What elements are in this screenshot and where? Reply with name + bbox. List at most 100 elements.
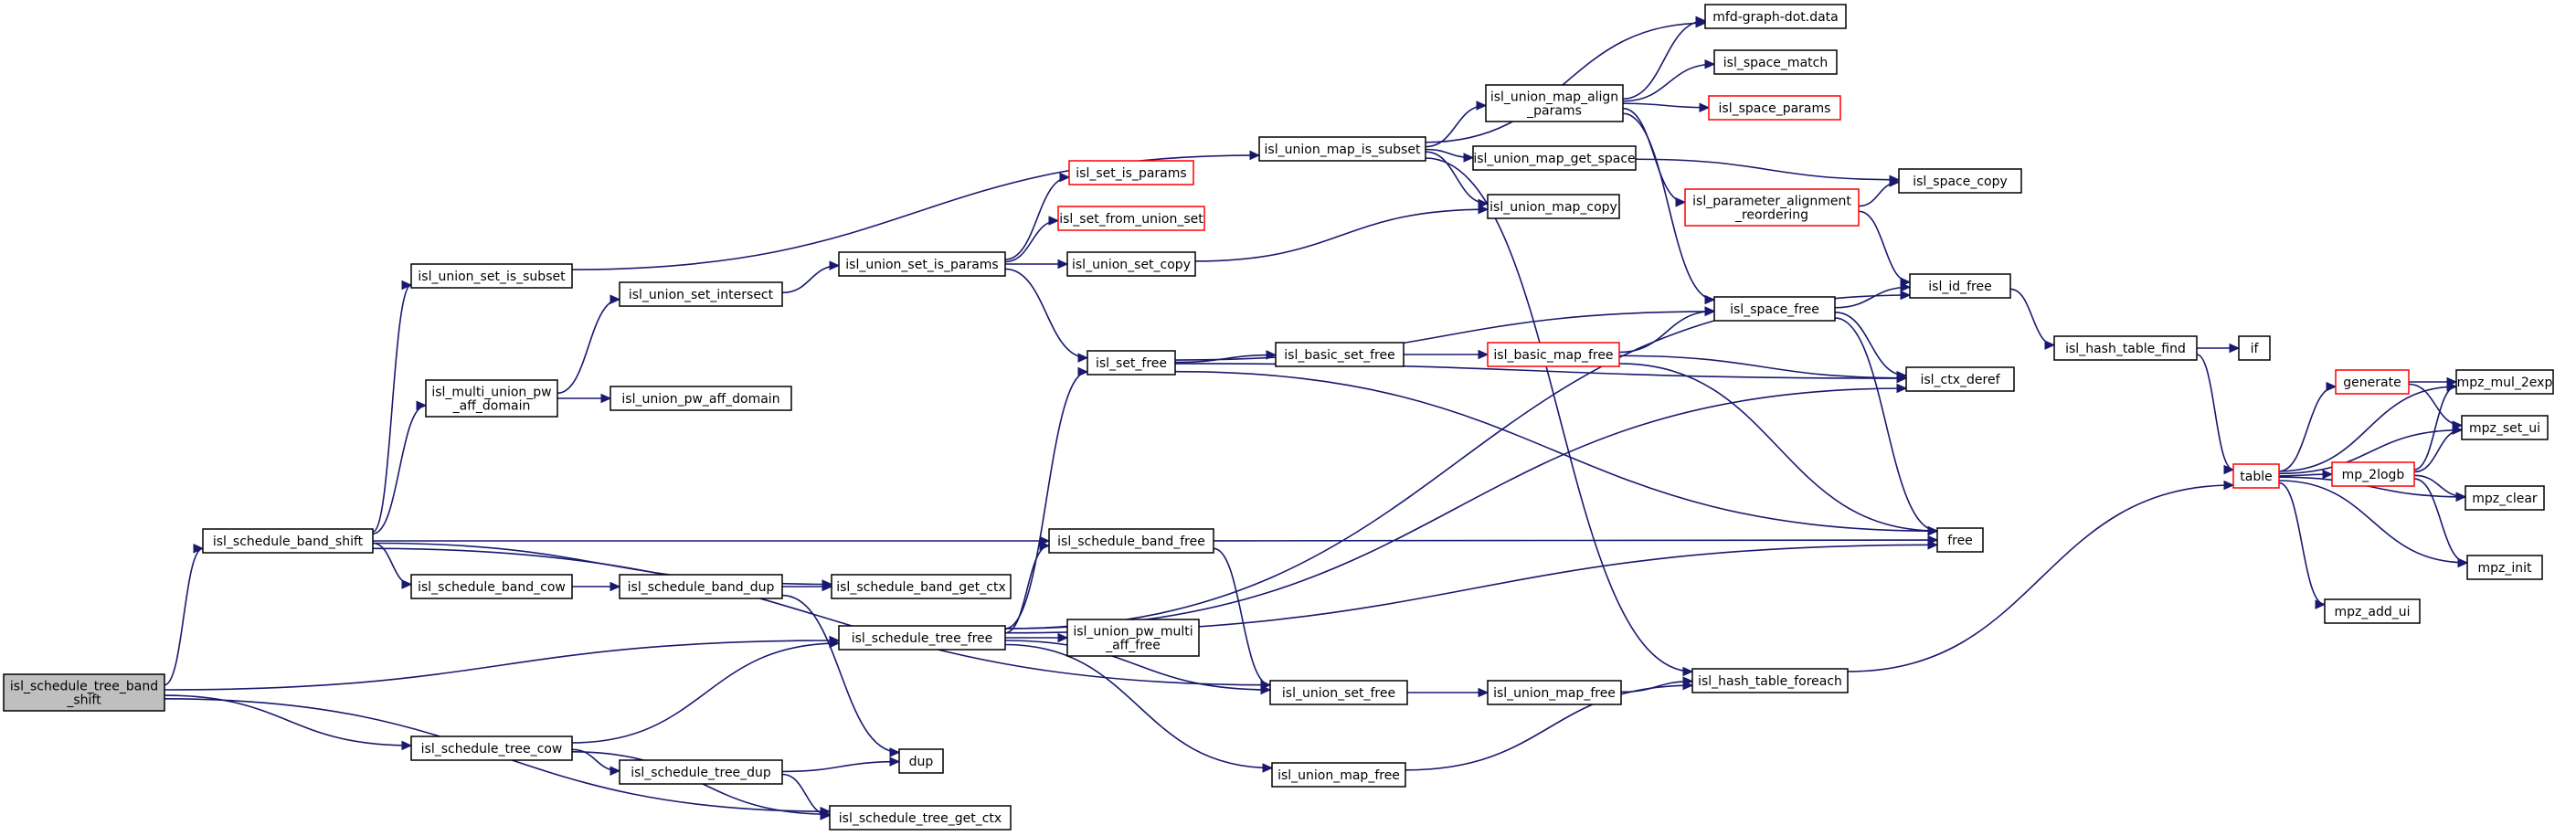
node-space-match[interactable]: isl_space_match (1713, 49, 1838, 75)
node-box (1487, 342, 1620, 367)
node-mp-2logb[interactable]: mp_2logb (2331, 461, 2415, 487)
node-space-free[interactable]: isl_space_free (1713, 296, 1836, 322)
edge-union_set_is_params-to-union_set_copy (1005, 259, 1069, 270)
node-free[interactable]: free (1936, 527, 1984, 553)
node-label: _aff_free (1105, 639, 1161, 653)
edge-union_map_is_subset-to-mfd (1425, 17, 1707, 143)
node-box (1487, 194, 1620, 219)
node-table[interactable]: table (2232, 463, 2280, 489)
edge-band_free-to-free (1213, 534, 1939, 545)
node-union-set-intersect[interactable]: isl_union_set_intersect (619, 281, 783, 307)
edge-param_align-to-id_free (1858, 210, 1912, 287)
node-root[interactable]: isl_schedule_tree_band_shift (3, 673, 165, 712)
node-box (1258, 136, 1426, 162)
node-band-free[interactable]: isl_schedule_band_free (1048, 528, 1214, 554)
node-box (1708, 95, 1841, 121)
node-box (2232, 463, 2280, 489)
edge-tree_free-to-union_map_free_b (1004, 643, 1274, 773)
node-id-free[interactable]: isl_id_free (1909, 273, 2011, 299)
node-basic-set-free[interactable]: isl_basic_set_free (1275, 342, 1405, 367)
edge-union_map_align-to-mfd (1622, 16, 1707, 101)
edges-layer (164, 16, 2469, 820)
edge-band_shift-to-band_free (373, 535, 1051, 546)
node-union-set-is-subset[interactable]: isl_union_set_is_subset (410, 263, 573, 289)
node-box (1048, 528, 1214, 554)
node-label: isl_parameter_alignment (1692, 195, 1851, 209)
node-if[interactable]: if (2238, 335, 2271, 361)
edge-tree_free-to-band_free (1004, 541, 1051, 634)
node-box (2324, 598, 2421, 624)
node-label: isl_union_map_is_subset (1265, 143, 1421, 157)
node-band-get-ctx[interactable]: isl_schedule_band_get_ctx (831, 574, 1012, 599)
node-union-map-align[interactable]: isl_union_map_align_params (1485, 84, 1624, 122)
node-union-map-get-space[interactable]: isl_union_map_get_space (1472, 145, 1637, 171)
node-union-map-free-a[interactable]: isl_union_map_free (1487, 680, 1622, 705)
node-hash-foreach[interactable]: isl_hash_table_foreach (1691, 668, 1849, 693)
node-box (610, 386, 792, 411)
edge-band_free-to-union_set_free (1213, 547, 1272, 690)
node-band-dup[interactable]: isl_schedule_band_dup (619, 574, 783, 599)
node-tree-dup[interactable]: isl_schedule_tree_dup (619, 759, 783, 785)
edge-union_map_align-to-space_params (1622, 102, 1711, 113)
node-label: isl_set_from_union_set (1059, 212, 1203, 227)
edge-union_set_intersect-to-union_set_is_params (781, 260, 841, 294)
node-set-from-union-set[interactable]: isl_set_from_union_set (1057, 206, 1205, 231)
node-box (1898, 168, 2022, 194)
edge-mp_2logb-to-mpz_set_ui (2413, 425, 2464, 473)
node-tree-get-ctx[interactable]: isl_schedule_tree_get_ctx (829, 805, 1012, 831)
node-label: isl_union_set_is_params (845, 258, 998, 272)
node-union-pw-aff-domain[interactable]: isl_union_pw_aff_domain (610, 386, 792, 411)
edge-hash_find-to-table (2196, 354, 2235, 475)
node-mpz-mul-2exp[interactable]: mpz_mul_2exp (2455, 369, 2554, 395)
edge-set_free-to-free (1174, 370, 1939, 536)
node-tree-free[interactable]: isl_schedule_tree_free (838, 625, 1006, 651)
node-generate[interactable]: generate (2335, 369, 2410, 395)
edge-table-to-mpz_add_ui (2278, 481, 2327, 609)
node-union-set-copy[interactable]: isl_union_set_copy (1066, 251, 1196, 277)
node-box (1485, 84, 1624, 122)
edge-root-to-tree_free (164, 635, 841, 691)
node-union-pw-multi[interactable]: isl_union_pw_multi_aff_free (1066, 619, 1200, 657)
node-union-map-is-subset[interactable]: isl_union_map_is_subset (1258, 136, 1426, 162)
node-tree-cow[interactable]: isl_schedule_tree_cow (410, 735, 573, 761)
node-label: dup (909, 755, 934, 769)
node-label: mfd-graph-dot.data (1712, 10, 1838, 25)
node-union-set-is-params[interactable]: isl_union_set_is_params (838, 251, 1006, 277)
node-dup[interactable]: dup (898, 748, 944, 774)
node-multi-union-pw[interactable]: isl_multi_union_pw_aff_domain (425, 379, 558, 418)
edge-param_align-to-space_copy (1858, 177, 1901, 207)
node-union-map-copy[interactable]: isl_union_map_copy (1487, 194, 1620, 219)
node-band-cow[interactable]: isl_schedule_band_cow (410, 574, 573, 599)
node-param-align[interactable]: isl_parameter_alignment_reordering (1684, 188, 1860, 227)
node-box (619, 759, 783, 785)
node-box (1704, 4, 1847, 29)
node-space-params[interactable]: isl_space_params (1708, 95, 1841, 121)
node-mpz-init[interactable]: mpz_init (2466, 555, 2543, 580)
node-set-free[interactable]: isl_set_free (1087, 350, 1176, 376)
edge-space_free-to-id_free (1834, 281, 1912, 309)
node-label: isl_schedule_tree_cow (421, 742, 563, 757)
node-box (831, 574, 1012, 599)
node-box (829, 805, 1012, 831)
node-band-shift[interactable]: isl_schedule_band_shift (202, 528, 374, 554)
edge-union_set_copy-to-union_map_copy (1194, 204, 1489, 262)
node-label: isl_schedule_tree_free (852, 631, 993, 646)
node-hash-find[interactable]: isl_hash_table_find (2053, 335, 2198, 361)
node-union-set-free[interactable]: isl_union_set_free (1269, 680, 1408, 705)
node-label: isl_id_free (1928, 280, 1991, 294)
node-space-copy[interactable]: isl_space_copy (1898, 168, 2022, 194)
node-ctx-deref[interactable]: isl_ctx_deref (1905, 366, 2015, 392)
node-union-map-free-b[interactable]: isl_union_map_free (1271, 762, 1406, 788)
node-label: isl_union_map_copy (1489, 200, 1617, 215)
node-box (1269, 680, 1408, 705)
node-mpz-set-ui[interactable]: mpz_set_ui (2461, 415, 2549, 440)
node-basic-map-free[interactable]: isl_basic_map_free (1487, 342, 1620, 367)
node-mfd[interactable]: mfd-graph-dot.data (1704, 4, 1847, 29)
node-label: isl_ctx_deref (1920, 373, 2000, 387)
node-box (2053, 335, 2198, 361)
node-mpz-add-ui[interactable]: mpz_add_ui (2324, 598, 2421, 624)
node-mpz-clear[interactable]: mpz_clear (2465, 485, 2545, 511)
edge-table-to-mpz_init (2278, 480, 2469, 568)
node-set-is-params[interactable]: isl_set_is_params (1068, 160, 1194, 185)
node-box (1684, 188, 1860, 227)
